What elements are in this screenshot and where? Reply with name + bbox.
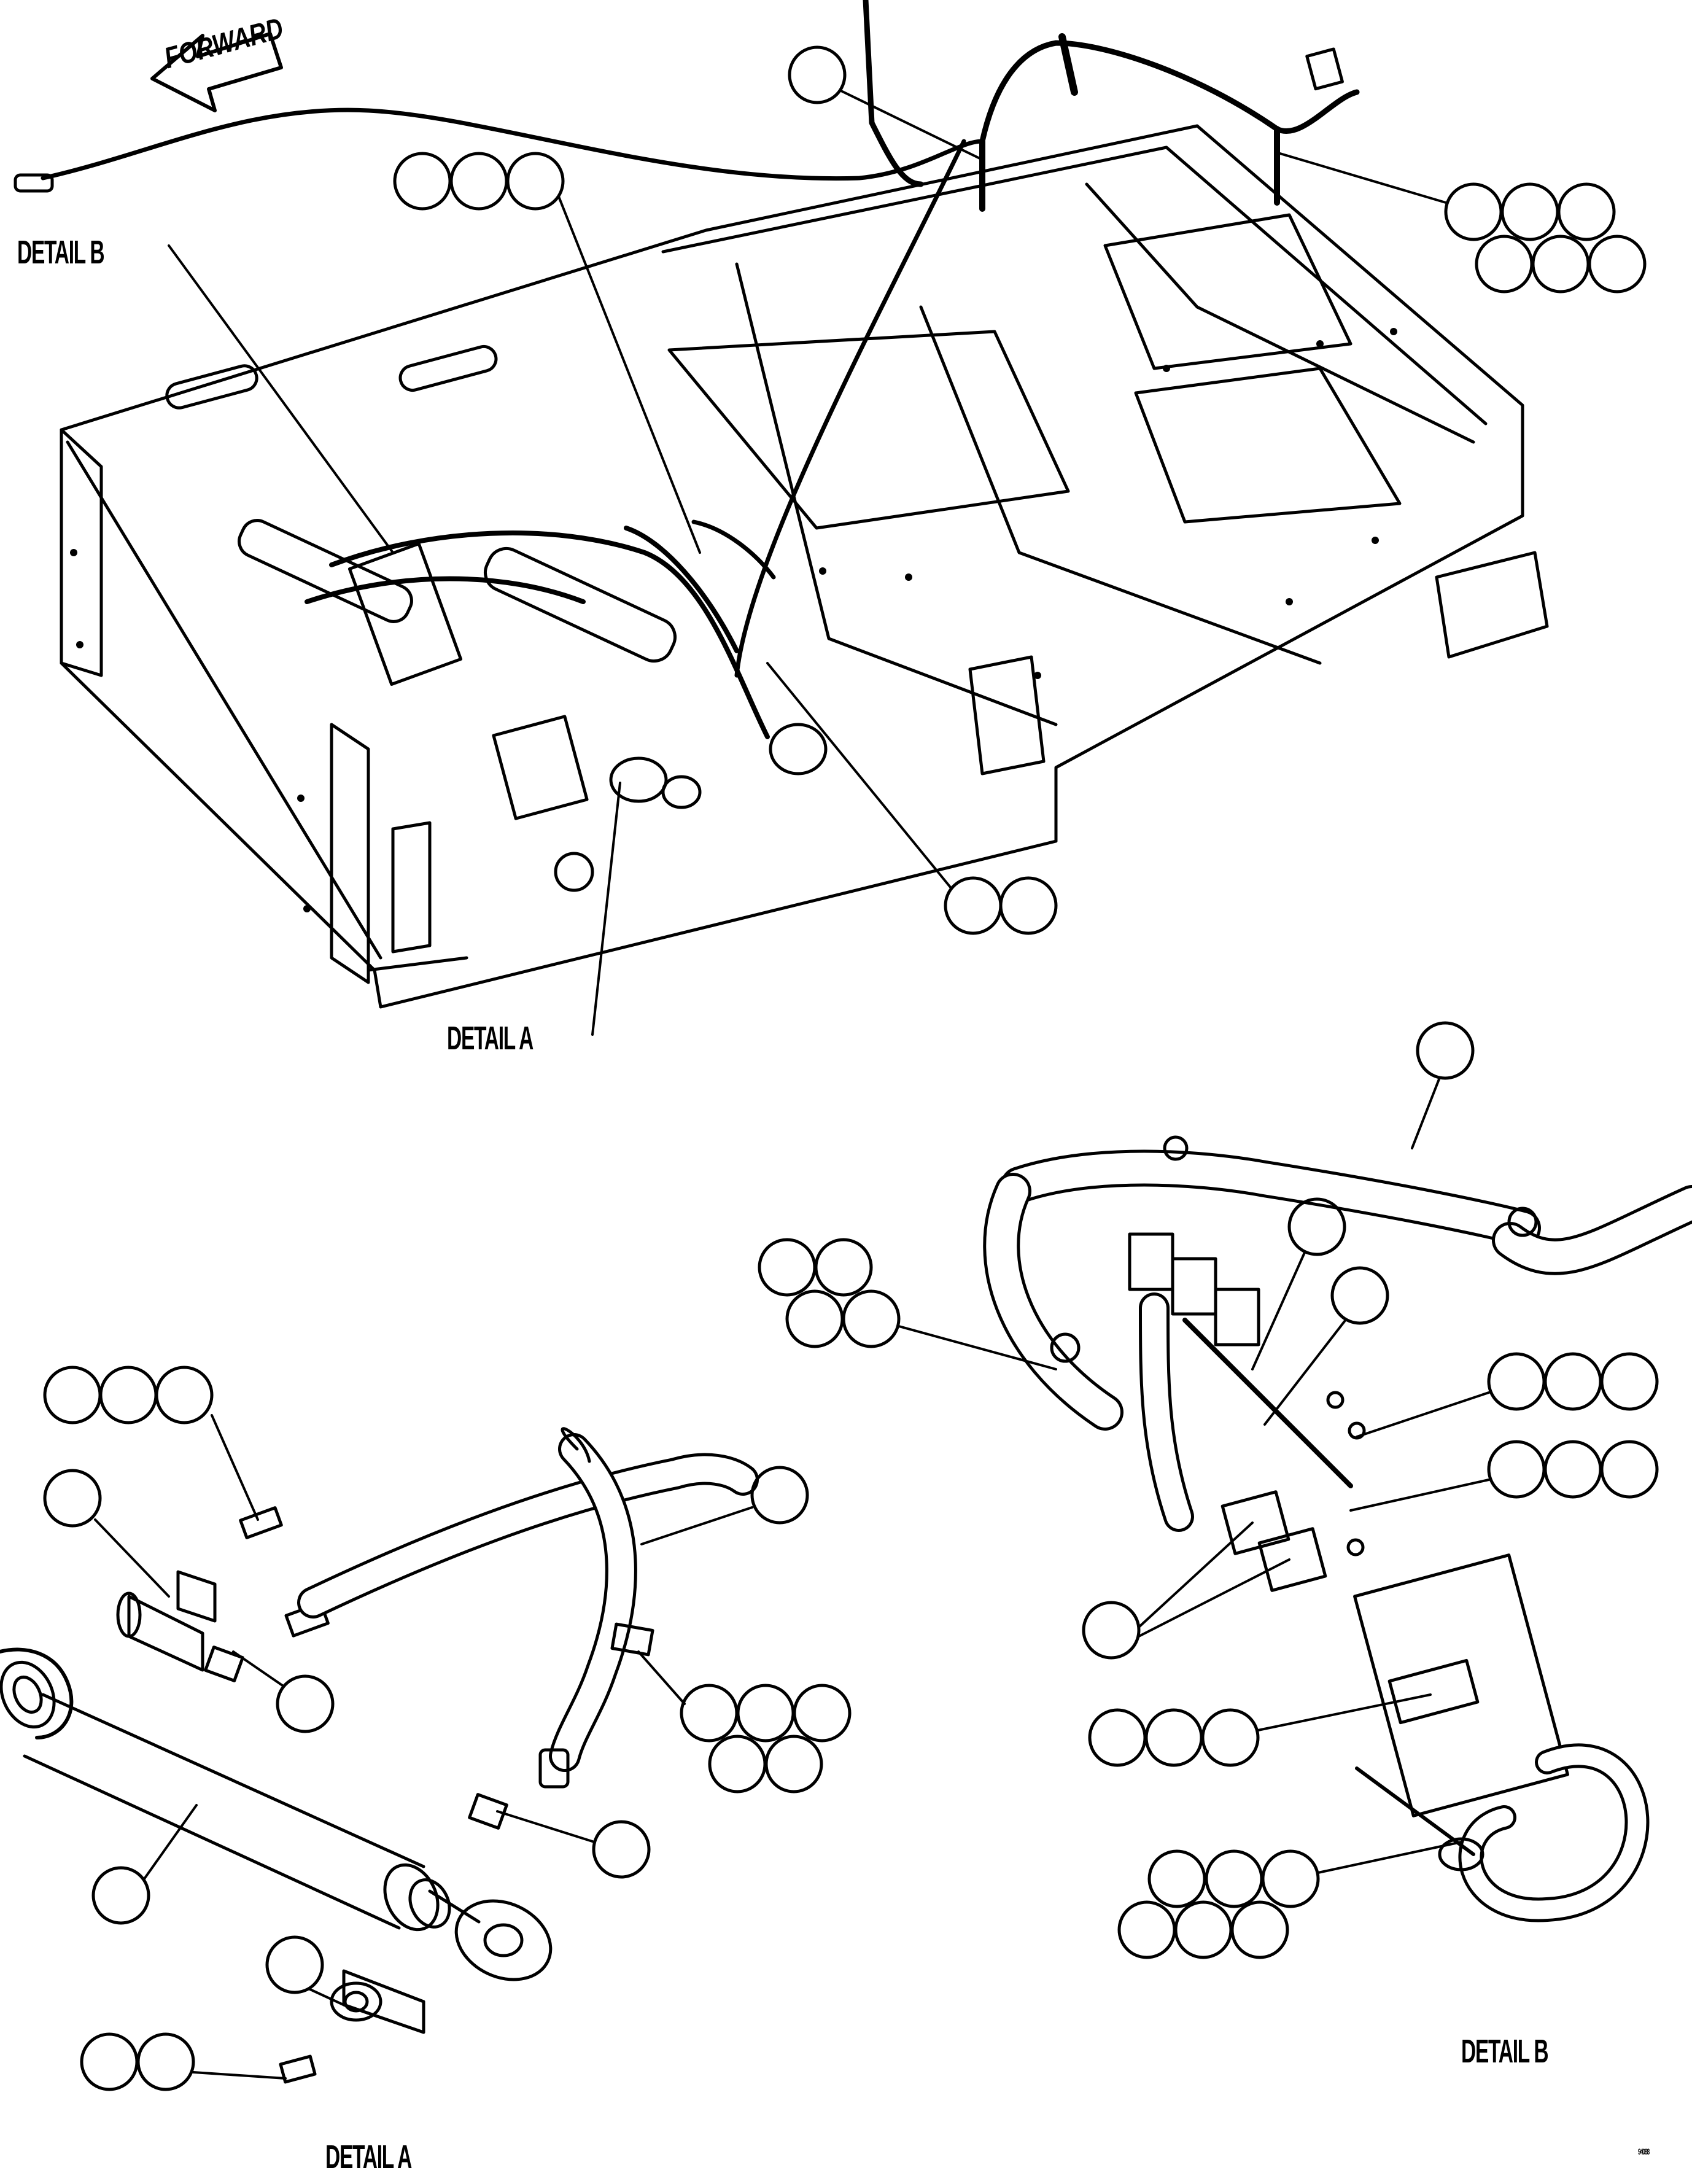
detail-a-label-top: DETAIL A	[447, 1020, 534, 1057]
forward-arrow-icon	[150, 32, 283, 112]
detail-b-label-bottom: DETAIL B	[1461, 2033, 1549, 2070]
detail-b-assembly	[983, 1135, 1692, 1922]
detail-b-label-top: DETAIL B	[17, 234, 105, 271]
top-callouts	[168, 45, 1647, 1036]
detail-a-callouts	[43, 1366, 852, 2091]
frame-assembly	[14, 0, 1549, 1009]
drawing-number: 94088	[1638, 2147, 1650, 2156]
detail-a-assembly	[0, 1427, 759, 2084]
detail-a-label-bottom: DETAIL A	[325, 2139, 412, 2175]
detail-b-callouts	[758, 1021, 1659, 1959]
